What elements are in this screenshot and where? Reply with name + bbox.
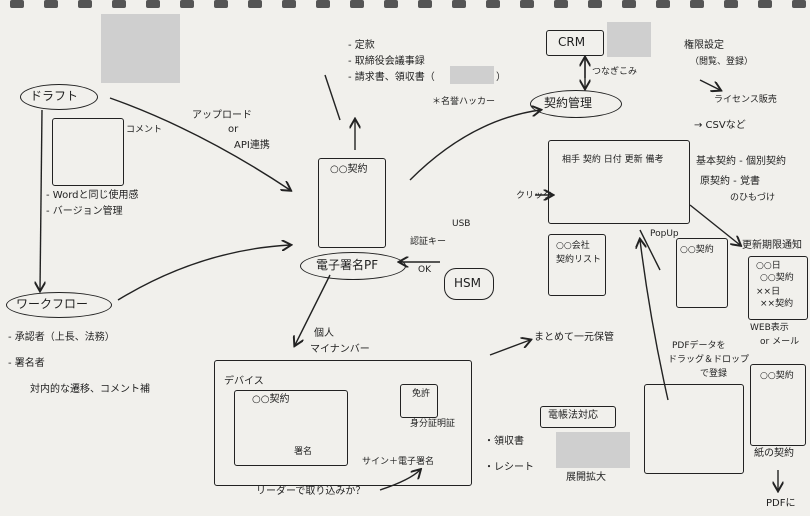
company-list-1: ○○会社 bbox=[556, 241, 590, 251]
contract-mgmt-node bbox=[530, 90, 622, 118]
esign-pf-label: 電子署名PF bbox=[316, 258, 379, 272]
id-card-label: 免許 bbox=[412, 389, 431, 399]
receipt2-label: ・レシート bbox=[484, 462, 534, 473]
redacted-block-crm bbox=[607, 22, 651, 57]
hacker-label: ＊名誉ハッカー bbox=[432, 97, 496, 107]
upload-label: アップロード bbox=[192, 110, 252, 121]
perm-sub-label: （閲覧、登録） bbox=[690, 57, 754, 67]
contract-table-box bbox=[548, 140, 690, 224]
tablet-box bbox=[644, 384, 744, 474]
doc-small-title: ○○契約 bbox=[760, 371, 794, 381]
renew-2: ○○契約 bbox=[760, 273, 794, 283]
centralized-label: まとめて一元保管 bbox=[534, 332, 614, 343]
version-mgmt-label: - バージョン管理 bbox=[46, 206, 123, 217]
device-box bbox=[214, 360, 472, 486]
device-label: デバイス bbox=[224, 376, 264, 387]
auth-label: 認証キー bbox=[410, 237, 447, 247]
device-doc-box bbox=[234, 390, 348, 466]
pdf-drop-3: で登録 bbox=[700, 369, 728, 379]
redacted-block-invoice bbox=[450, 66, 494, 84]
crm-label: CRM bbox=[558, 35, 586, 49]
sign-label: 署名 bbox=[294, 447, 313, 457]
draft-label: ドラフト bbox=[30, 89, 79, 103]
perm-label: 権限設定 bbox=[684, 40, 724, 51]
renewal-box bbox=[748, 256, 808, 320]
click-label: クリック bbox=[516, 191, 553, 201]
table-columns: 相手 契約 日付 更新 備考 bbox=[562, 155, 664, 165]
hsm-box bbox=[444, 268, 494, 300]
contract-mgmt-label: 契約管理 bbox=[544, 96, 593, 110]
id-check-label: 身分証明証 bbox=[410, 419, 456, 429]
usb-label: USB bbox=[452, 219, 471, 229]
esign-pf-node bbox=[300, 252, 406, 280]
pdf-to-label: PDFに bbox=[766, 498, 796, 509]
redacted-block-top-left bbox=[101, 14, 180, 83]
list-fixed: - 定款 bbox=[348, 40, 375, 51]
crm-box bbox=[546, 30, 604, 56]
list-minutes: - 取締役会議事録 bbox=[348, 56, 425, 67]
word-same-label: - Wordと同じ使用感 bbox=[46, 190, 139, 201]
esign-doc-title: ○○契約 bbox=[330, 164, 368, 175]
draft-document-sketch bbox=[52, 118, 124, 186]
draft-node bbox=[20, 84, 98, 110]
sign-esign-label: サイン＋電子署名 bbox=[362, 457, 435, 467]
base-contract-label: 基本契約 - 個別契約 bbox=[696, 156, 786, 167]
company-list-box bbox=[548, 234, 606, 296]
ok-label: OK bbox=[418, 265, 431, 275]
device-doc-title: ○○契約 bbox=[252, 394, 290, 405]
popup-label: PopUp bbox=[650, 229, 679, 239]
pdf-drop-2: ドラッグ＆ドロップ bbox=[668, 355, 750, 365]
or-mail-label: or メール bbox=[760, 337, 800, 347]
receipt-label: ・領収書 bbox=[484, 436, 524, 447]
or-label-1: or bbox=[228, 124, 239, 135]
renew-1: ○○日 bbox=[756, 261, 781, 271]
api-label: API連携 bbox=[234, 140, 270, 151]
mynumber-label: マイナンバー bbox=[310, 344, 370, 355]
web-display-label: WEB表示 bbox=[750, 323, 789, 333]
popup-doc-title: ○○契約 bbox=[680, 245, 714, 255]
list-invoice: - 請求書、領収書（ bbox=[348, 72, 435, 83]
esign-document-box bbox=[318, 158, 386, 248]
tie-label: のひもづけ bbox=[730, 193, 776, 203]
popup-doc-box bbox=[676, 238, 728, 308]
renew-3: ××日 bbox=[756, 287, 781, 297]
mask-print-label: 展開拡大 bbox=[566, 472, 606, 483]
list-invoice-end: ） bbox=[496, 72, 506, 83]
workflow-node bbox=[6, 292, 112, 318]
sub-contract-label: 原契約 - 覚書 bbox=[700, 176, 760, 187]
link-label: つなぎこみ bbox=[592, 67, 638, 77]
paper-contract-label: 紙の契約 bbox=[754, 448, 794, 459]
license-label: ライセンス販売 bbox=[714, 95, 777, 105]
signer-label: - 署名者 bbox=[8, 358, 45, 369]
reader-label: リーダーで取り込みか？ bbox=[256, 486, 366, 497]
approver-label: - 承認者（上長、法務） bbox=[8, 332, 115, 343]
csv-label: → CSVなど bbox=[694, 120, 746, 131]
internal-label: 対内的な遷移、コメント補 bbox=[30, 384, 150, 395]
id-card-box bbox=[400, 384, 438, 418]
company-list-2: 契約リスト bbox=[556, 255, 602, 265]
personal-label: 個人 bbox=[314, 328, 334, 339]
hsm-label: HSM bbox=[454, 276, 481, 290]
ebook-box bbox=[540, 406, 616, 428]
comment-label: コメント bbox=[126, 125, 163, 135]
pdf-drop-1: PDFデータを bbox=[672, 341, 726, 351]
renew-4: ××契約 bbox=[760, 299, 794, 309]
doc-small-box bbox=[750, 364, 806, 446]
redacted-block-bottom bbox=[556, 432, 630, 468]
notebook-binding bbox=[10, 0, 806, 8]
workflow-label: ワークフロー bbox=[16, 297, 89, 311]
renewal-label: 更新期限通知 bbox=[742, 240, 802, 251]
ebook-label: 電帳法対応 bbox=[548, 410, 598, 421]
